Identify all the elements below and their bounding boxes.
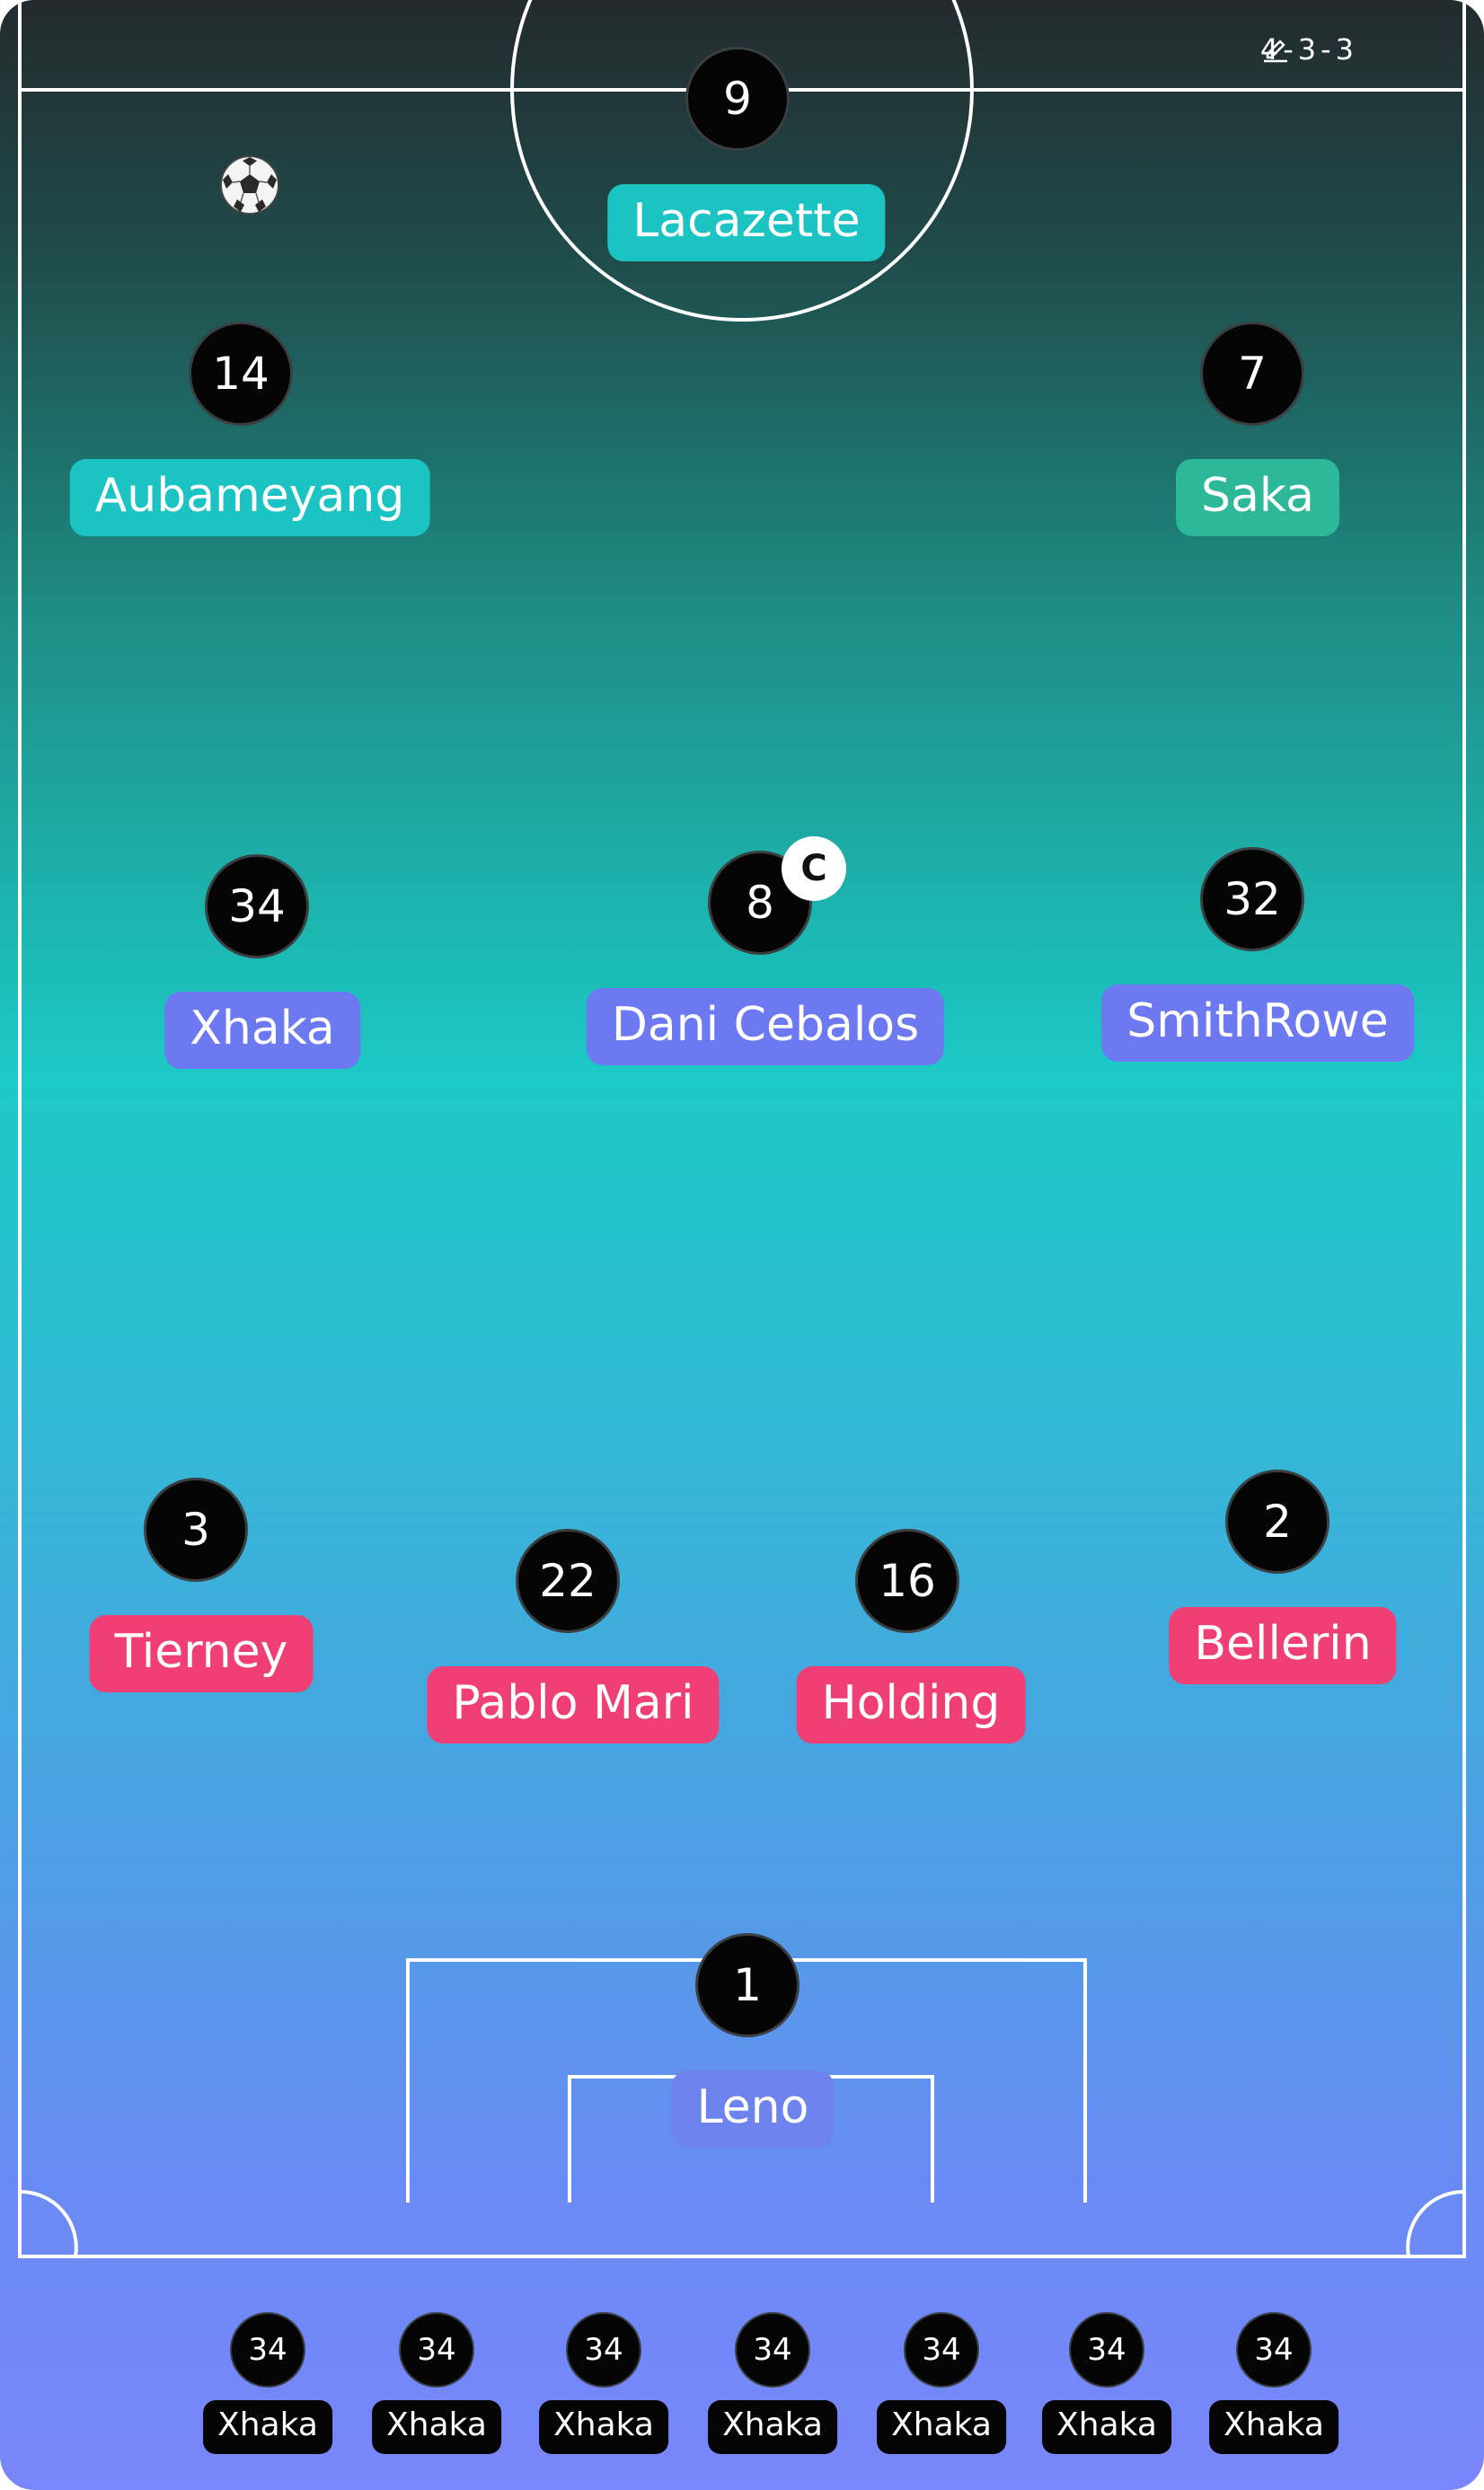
- player-name-tag[interactable]: Tierney: [89, 1615, 314, 1692]
- bench-player-name[interactable]: Xhaka: [203, 2400, 332, 2454]
- player-name-tag[interactable]: Dani Cebalos: [586, 988, 945, 1065]
- captain-badge: C: [782, 836, 846, 901]
- player-number[interactable]: 9: [685, 47, 790, 151]
- player-number[interactable]: 32: [1200, 847, 1304, 951]
- player-number[interactable]: 1: [695, 1933, 799, 2037]
- player-number[interactable]: 2: [1225, 1470, 1329, 1574]
- player-name-tag[interactable]: Holding: [796, 1666, 1026, 1744]
- soccer-ball-icon[interactable]: [217, 153, 282, 217]
- player-name-tag[interactable]: Pablo Mari: [427, 1666, 720, 1744]
- bench-player-number[interactable]: 34: [566, 2312, 641, 2388]
- substitutes-bench: 34 Xhaka 34 Xhaka 34 Xhaka 34 Xhaka 34 X…: [0, 2264, 1484, 2490]
- bench-player-name[interactable]: Xhaka: [1042, 2400, 1171, 2454]
- bench-player-number[interactable]: 34: [399, 2312, 474, 2388]
- player-name-tag[interactable]: Bellerin: [1169, 1607, 1397, 1684]
- player-number[interactable]: 7: [1200, 322, 1304, 426]
- player-name-tag[interactable]: Aubameyang: [69, 459, 430, 536]
- bench-player-number[interactable]: 34: [230, 2312, 305, 2388]
- player-number[interactable]: 14: [189, 322, 293, 426]
- player-number[interactable]: 34: [205, 854, 309, 958]
- player-number[interactable]: 3: [144, 1478, 248, 1582]
- player-name-tag[interactable]: Xhaka: [164, 992, 360, 1069]
- formation-selector[interactable]: 4-3-3: [1260, 32, 1400, 66]
- player-name-tag[interactable]: SmithRowe: [1101, 985, 1414, 1062]
- pitch: 4-3-3: [69, 32, 1414, 2148]
- player-number[interactable]: 22: [516, 1529, 620, 1633]
- bench-player-name[interactable]: Xhaka: [539, 2400, 668, 2454]
- bench-player-number[interactable]: 34: [904, 2312, 979, 2388]
- bench-player-name[interactable]: Xhaka: [372, 2400, 501, 2454]
- player-name-tag[interactable]: Lacazette: [607, 184, 886, 261]
- player-name-tag[interactable]: Leno: [671, 2071, 835, 2148]
- bench-player-name[interactable]: Xhaka: [1209, 2400, 1338, 2454]
- bench-player-number[interactable]: 34: [1069, 2312, 1144, 2388]
- bench-player-number[interactable]: 34: [1236, 2312, 1312, 2388]
- bench-player-number[interactable]: 34: [735, 2312, 810, 2388]
- bench-player-name[interactable]: Xhaka: [877, 2400, 1006, 2454]
- pencil-icon: [1263, 34, 1400, 65]
- bench-player-name[interactable]: Xhaka: [708, 2400, 837, 2454]
- player-number[interactable]: 16: [855, 1529, 959, 1633]
- player-name-tag[interactable]: Saka: [1176, 459, 1339, 536]
